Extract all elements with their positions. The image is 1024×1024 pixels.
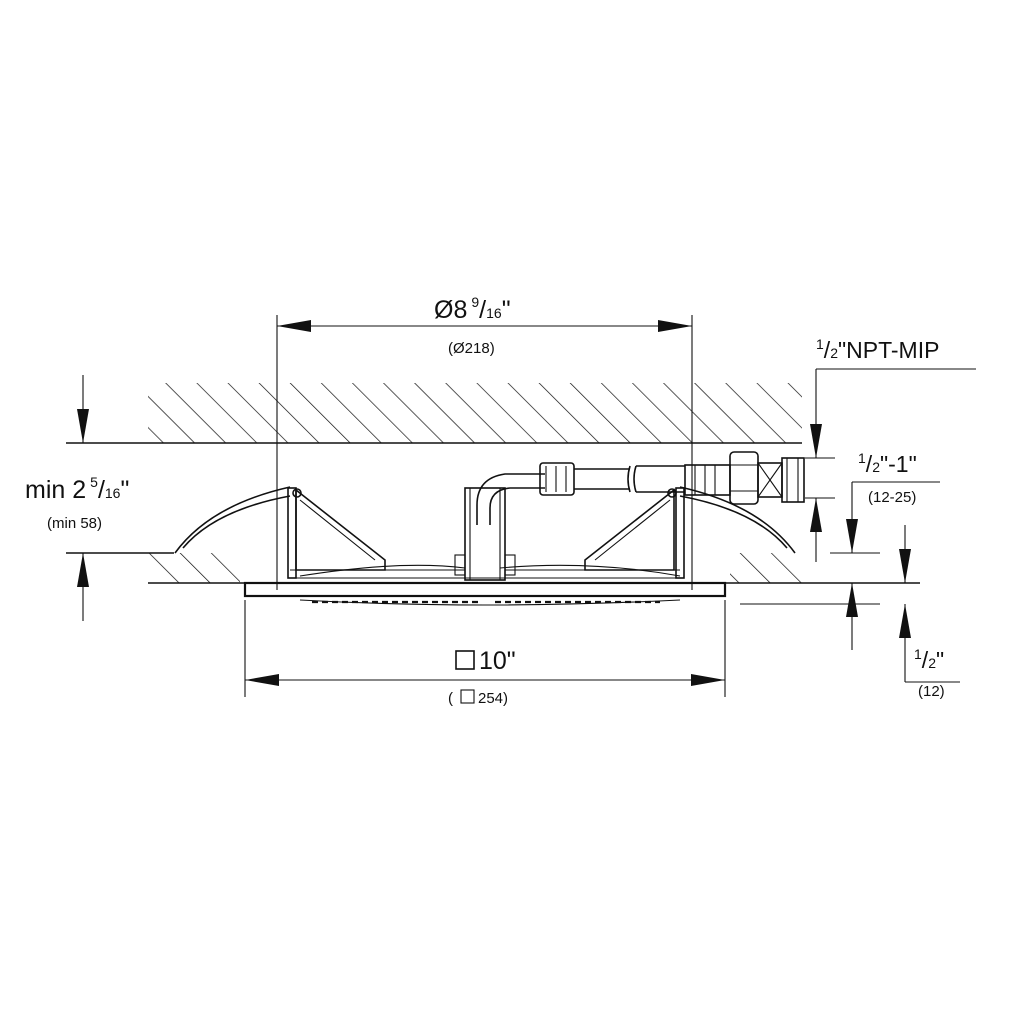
- left-mounting-clip: [174, 486, 465, 579]
- thread-slash: /: [824, 337, 831, 363]
- offset-dimension: 1/2"-1" (12-25): [805, 450, 940, 583]
- width-metric-open: (: [448, 690, 453, 707]
- diameter-numerator: 9: [471, 294, 479, 310]
- diameter-denominator: 16: [486, 305, 502, 321]
- svg-text:1/2"NPT-MIP: 1/2"NPT-MIP: [816, 336, 939, 363]
- svg-text:1/2": 1/2": [914, 646, 944, 673]
- shower-head-plate: [243, 564, 727, 606]
- offset-label: "-1": [880, 451, 917, 477]
- width-metric-value: 254): [478, 690, 508, 707]
- thickness-denominator: 2: [928, 655, 936, 671]
- min-height-denominator: 16: [105, 485, 121, 501]
- min-height-metric: (min 58): [47, 515, 102, 532]
- diameter-slash: /: [479, 296, 486, 324]
- diameter-prefix: Ø8: [434, 296, 467, 324]
- offset-numerator: 1: [858, 450, 866, 466]
- thread-callout: 1/2"NPT-MIP: [810, 336, 976, 458]
- offset-denominator: 2: [872, 459, 880, 475]
- thickness-numerator: 1: [914, 646, 922, 662]
- svg-text:min 25/16": min 25/16": [25, 474, 129, 504]
- thread-denominator: 2: [830, 345, 838, 361]
- right-mounting-clip: [505, 486, 796, 579]
- ceiling-slab: [66, 383, 802, 444]
- width-value: 10": [479, 647, 516, 675]
- min-height-numerator: 5: [90, 474, 98, 490]
- thread-numerator: 1: [816, 336, 824, 352]
- svg-text:Ø89/16": Ø89/16": [434, 294, 511, 324]
- offset-slash: /: [866, 451, 873, 477]
- width-dimension: 10" ( 254): [244, 600, 726, 707]
- svg-text:1/2"-1": 1/2"-1": [858, 450, 917, 477]
- thickness-metric: (12): [918, 683, 945, 700]
- diameter-metric: (Ø218): [448, 340, 495, 357]
- min-height-slash: /: [98, 476, 105, 504]
- min-height-unit: ": [120, 476, 129, 504]
- thickness-slash: /: [922, 647, 929, 673]
- thickness-unit: ": [936, 647, 944, 673]
- thread-label: "NPT-MIP: [838, 337, 939, 363]
- offset-metric: (12-25): [868, 489, 916, 506]
- supply-hose: [476, 462, 685, 525]
- diameter-unit: ": [502, 296, 511, 324]
- thickness-dimension: 1/2" (12): [740, 583, 960, 700]
- min-height-prefix: min 2: [25, 476, 86, 504]
- center-bracket: [454, 487, 516, 581]
- npt-fitting: [684, 451, 805, 505]
- square-symbol-small: [460, 689, 475, 704]
- square-symbol: [455, 650, 475, 670]
